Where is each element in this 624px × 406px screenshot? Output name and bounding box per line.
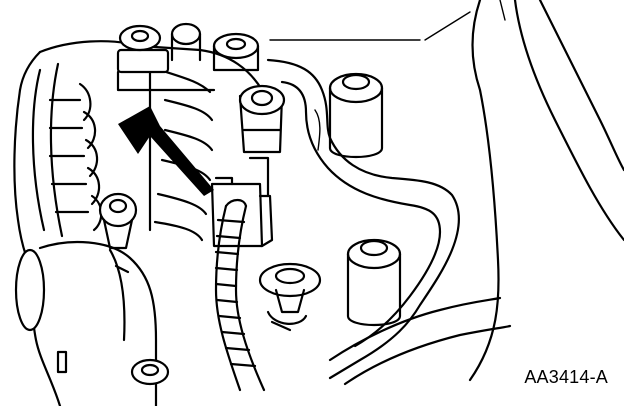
ground-eyelet xyxy=(258,262,322,332)
engine-block-outline xyxy=(269,0,624,382)
terminal-studs xyxy=(116,22,260,92)
coolant-hose xyxy=(14,240,158,406)
lower-stud xyxy=(56,350,68,374)
wiring-harness xyxy=(214,198,266,392)
mounting-boss-upper xyxy=(328,72,384,158)
lower-nut xyxy=(130,358,170,386)
lower-tube xyxy=(328,296,512,386)
alternator xyxy=(13,40,264,287)
voltage-regulator-connector xyxy=(210,156,274,248)
b-plus-terminal xyxy=(238,84,286,154)
callout-arrow xyxy=(118,106,214,196)
mounting-boss-lower xyxy=(346,238,402,326)
adjuster-boss xyxy=(98,192,138,250)
figure-reference-code: AA3414-A xyxy=(524,367,608,387)
mounting-bracket xyxy=(266,58,460,380)
